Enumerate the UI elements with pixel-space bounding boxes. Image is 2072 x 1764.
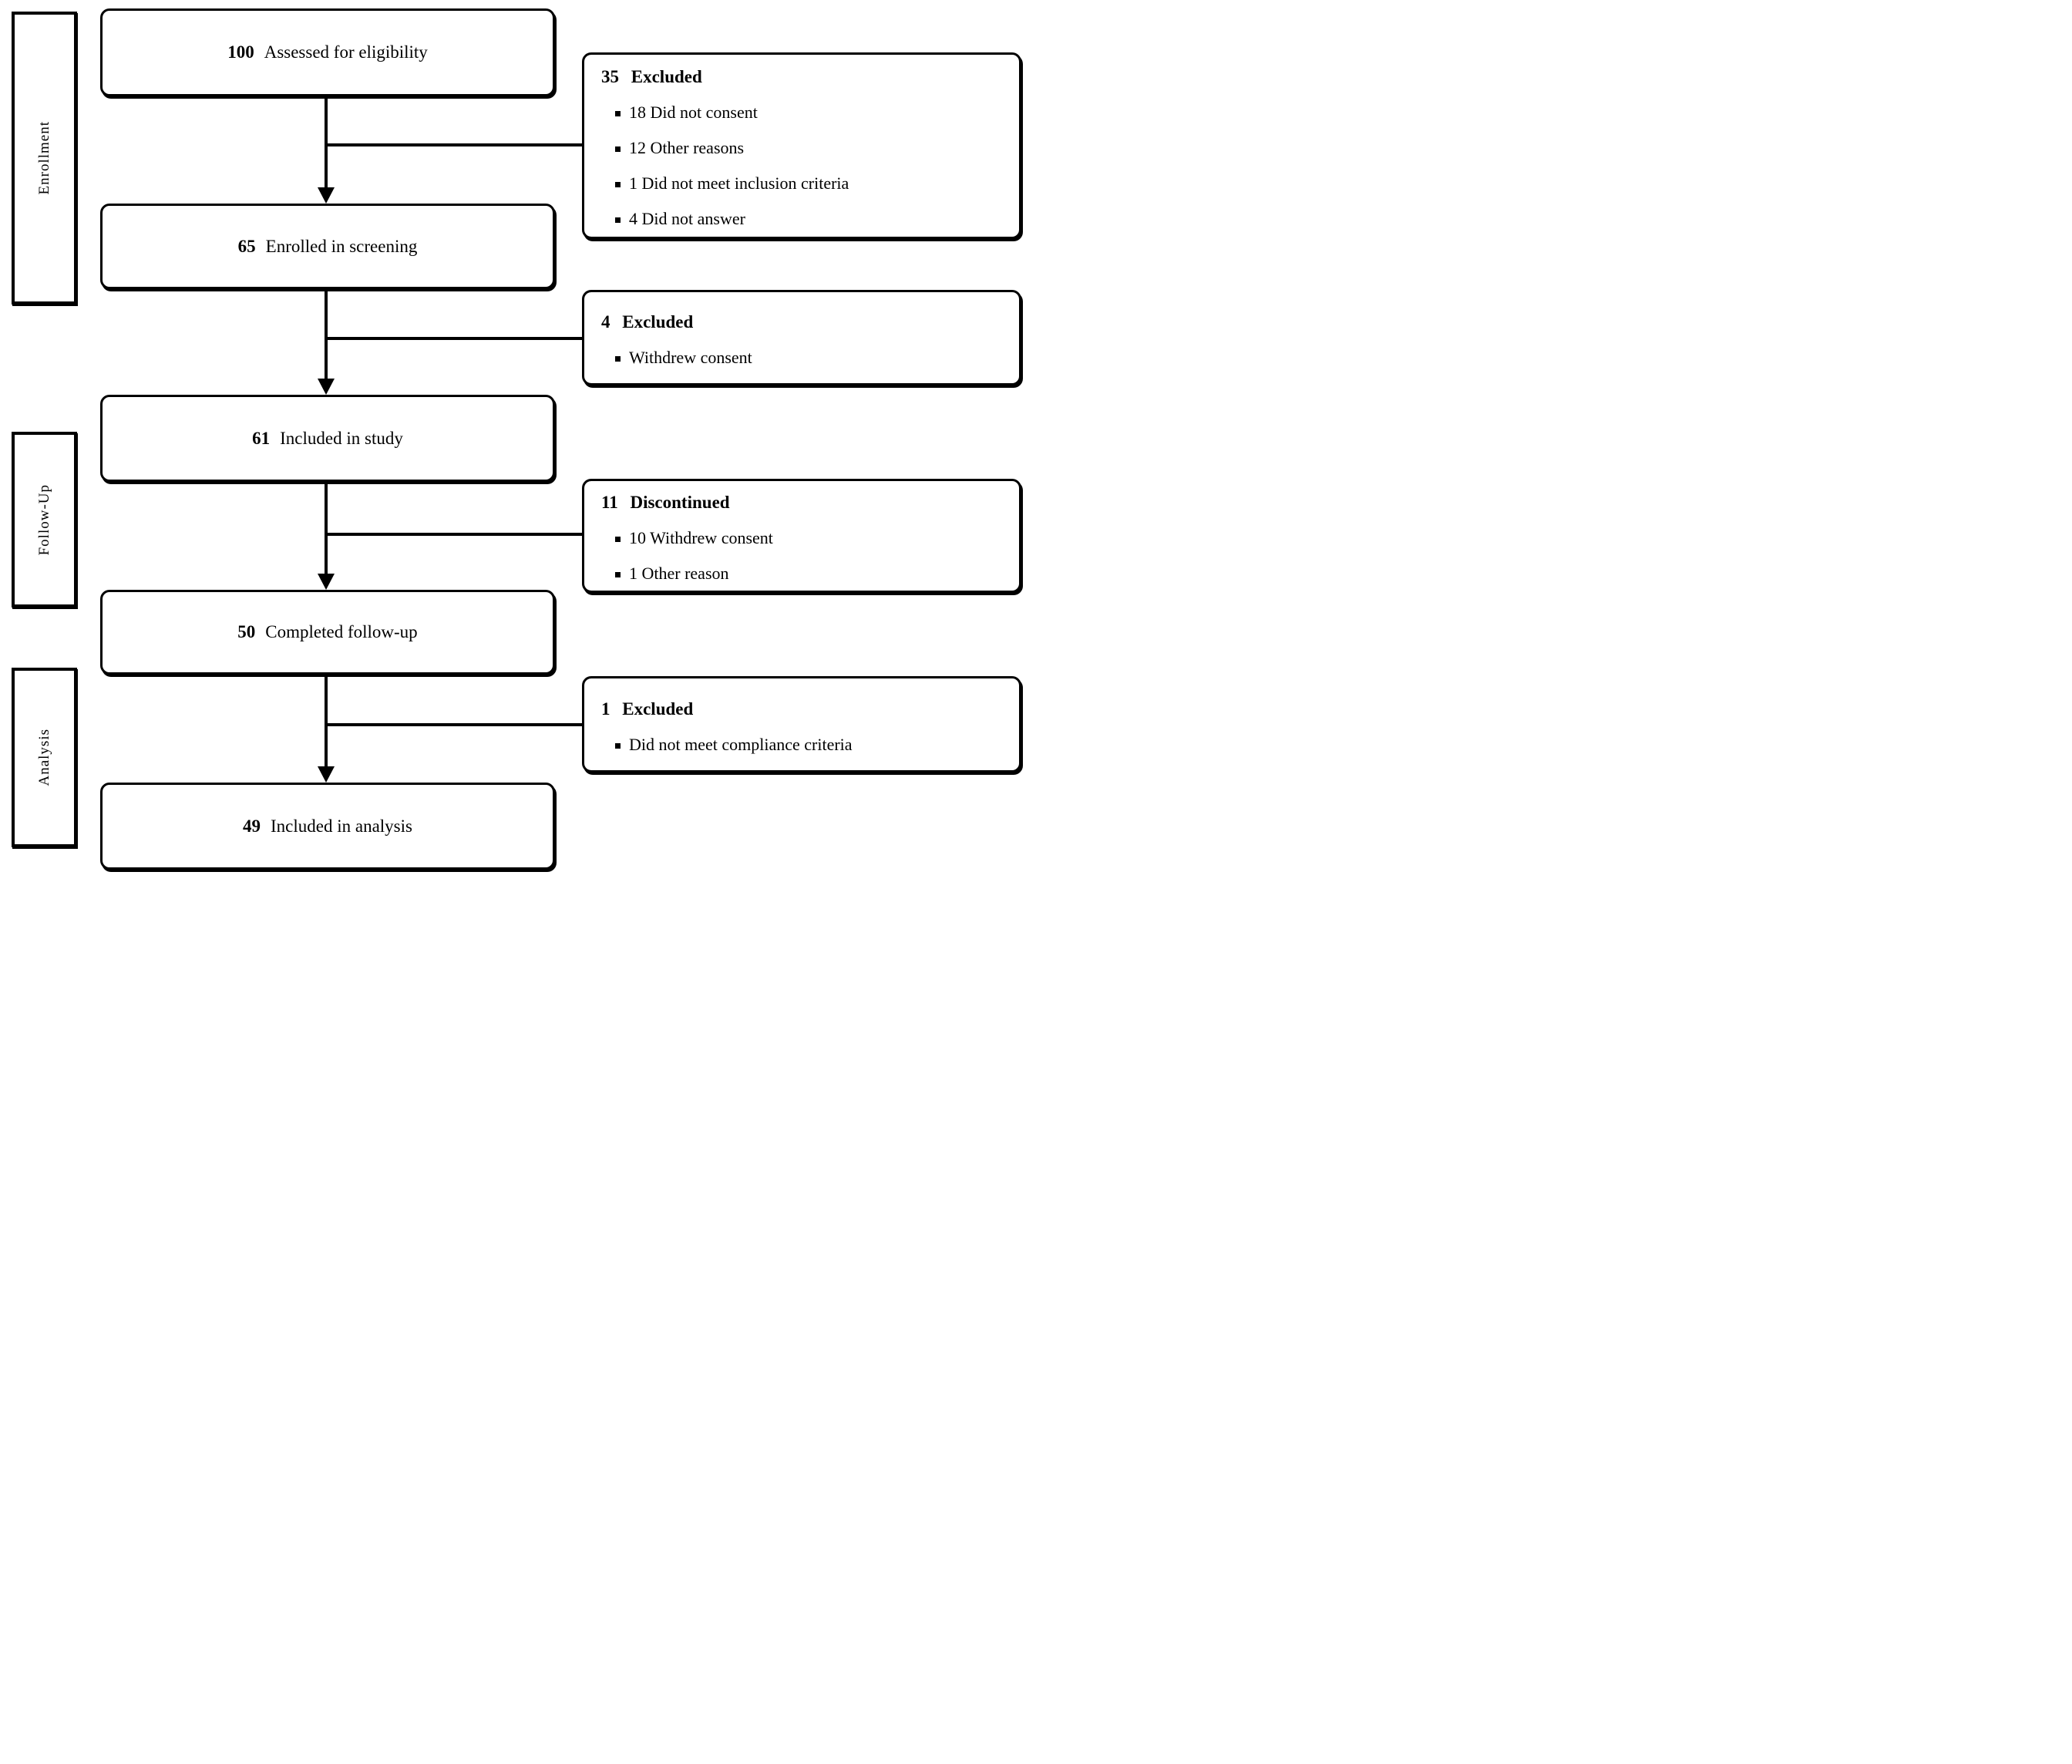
side-box-header: 4 Excluded xyxy=(601,305,1011,340)
side-item-text: Did not meet compliance criteria xyxy=(629,734,853,754)
side-item: 18 Did not consent xyxy=(601,95,1011,130)
branch-line-3 xyxy=(325,533,582,536)
side-box-excluded-screening: 4 Excluded Withdrew consent xyxy=(582,290,1021,385)
side-item-text: 1 Other reason xyxy=(629,564,729,583)
stage-label-follow-up: Follow-Up xyxy=(35,483,52,556)
bullet-icon xyxy=(615,111,621,116)
flow-count: 61 xyxy=(252,428,271,448)
flow-label: Assessed for eligibility xyxy=(264,42,428,62)
stage-label-analysis: Analysis xyxy=(35,729,52,786)
bullet-icon xyxy=(615,572,621,577)
bullet-icon xyxy=(615,182,621,187)
side-item: 12 Other reasons xyxy=(601,130,1011,166)
arrow-down-icon xyxy=(318,187,335,204)
side-box-discontinued: 11 Discontinued 10 Withdrew consent 1 Ot… xyxy=(582,479,1021,593)
side-title: Excluded xyxy=(622,699,694,719)
side-item: 1 Did not meet inclusion criteria xyxy=(601,166,1011,201)
flow-count: 49 xyxy=(243,816,261,836)
stage-box-analysis: Analysis xyxy=(12,668,77,847)
side-item: 4 Did not answer xyxy=(601,201,1011,237)
side-box-header: 1 Excluded xyxy=(601,692,1011,727)
arrow-down-icon xyxy=(318,574,335,590)
bullet-icon xyxy=(615,356,621,362)
branch-line-2 xyxy=(325,337,582,340)
flow-count: 100 xyxy=(227,42,254,62)
arrow-down-icon xyxy=(318,766,335,783)
flow-label: Included in study xyxy=(280,428,403,448)
connector-line-3 xyxy=(325,482,328,575)
arrow-down-icon xyxy=(318,379,335,395)
side-item-text: 1 Did not meet inclusion criteria xyxy=(629,173,849,193)
side-box-excluded-enrollment: 35 Excluded 18 Did not consent 12 Other … xyxy=(582,52,1021,239)
side-title: Discontinued xyxy=(630,493,730,512)
side-count: 35 xyxy=(601,67,619,86)
flow-box-included-in-analysis: 49 Included in analysis xyxy=(100,783,555,870)
bullet-icon xyxy=(615,217,621,223)
consort-flow-diagram: Enrollment Follow-Up Analysis 100 Assess… xyxy=(0,0,1036,882)
bullet-icon xyxy=(615,537,621,542)
side-item-text: 4 Did not answer xyxy=(629,209,745,228)
flow-label: Enrolled in screening xyxy=(265,236,418,256)
connector-line-1 xyxy=(325,96,328,189)
side-box-excluded-analysis: 1 Excluded Did not meet compliance crite… xyxy=(582,676,1021,773)
bullet-icon xyxy=(615,146,621,152)
branch-line-4 xyxy=(325,723,582,726)
side-item-text: 10 Withdrew consent xyxy=(629,528,773,547)
side-item: 10 Withdrew consent xyxy=(601,520,1011,556)
stage-box-follow-up: Follow-Up xyxy=(12,432,77,608)
stage-box-enrollment: Enrollment xyxy=(12,12,77,305)
flow-label: Completed follow-up xyxy=(265,622,418,641)
flow-box-included-in-study: 61 Included in study xyxy=(100,395,555,482)
side-title: Excluded xyxy=(631,67,702,86)
side-item-text: Withdrew consent xyxy=(629,348,752,367)
flow-count: 65 xyxy=(237,236,256,256)
side-title: Excluded xyxy=(622,312,694,332)
bullet-icon xyxy=(615,742,621,749)
connector-line-4 xyxy=(325,675,328,768)
flow-label: Included in analysis xyxy=(271,816,412,836)
branch-line-1 xyxy=(325,143,582,146)
side-item-text: 12 Other reasons xyxy=(629,138,745,157)
side-box-header: 35 Excluded xyxy=(601,59,1011,95)
stage-label-enrollment: Enrollment xyxy=(35,121,52,195)
connector-line-2 xyxy=(325,289,328,380)
side-count: 11 xyxy=(601,493,618,512)
flow-box-completed-follow-up: 50 Completed follow-up xyxy=(100,590,555,675)
side-item: 1 Other reason xyxy=(601,556,1011,591)
side-box-header: 11 Discontinued xyxy=(601,485,1011,520)
flow-box-enrolled-in-screening: 65 Enrolled in screening xyxy=(100,204,555,289)
flow-box-assessed-for-eligibility: 100 Assessed for eligibility xyxy=(100,8,555,96)
side-item-text: 18 Did not consent xyxy=(629,103,758,122)
side-count: 1 xyxy=(601,699,610,719)
flow-count: 50 xyxy=(237,622,256,641)
side-count: 4 xyxy=(601,312,610,332)
side-item: Did not meet compliance criteria xyxy=(601,727,1011,762)
side-item: Withdrew consent xyxy=(601,340,1011,375)
